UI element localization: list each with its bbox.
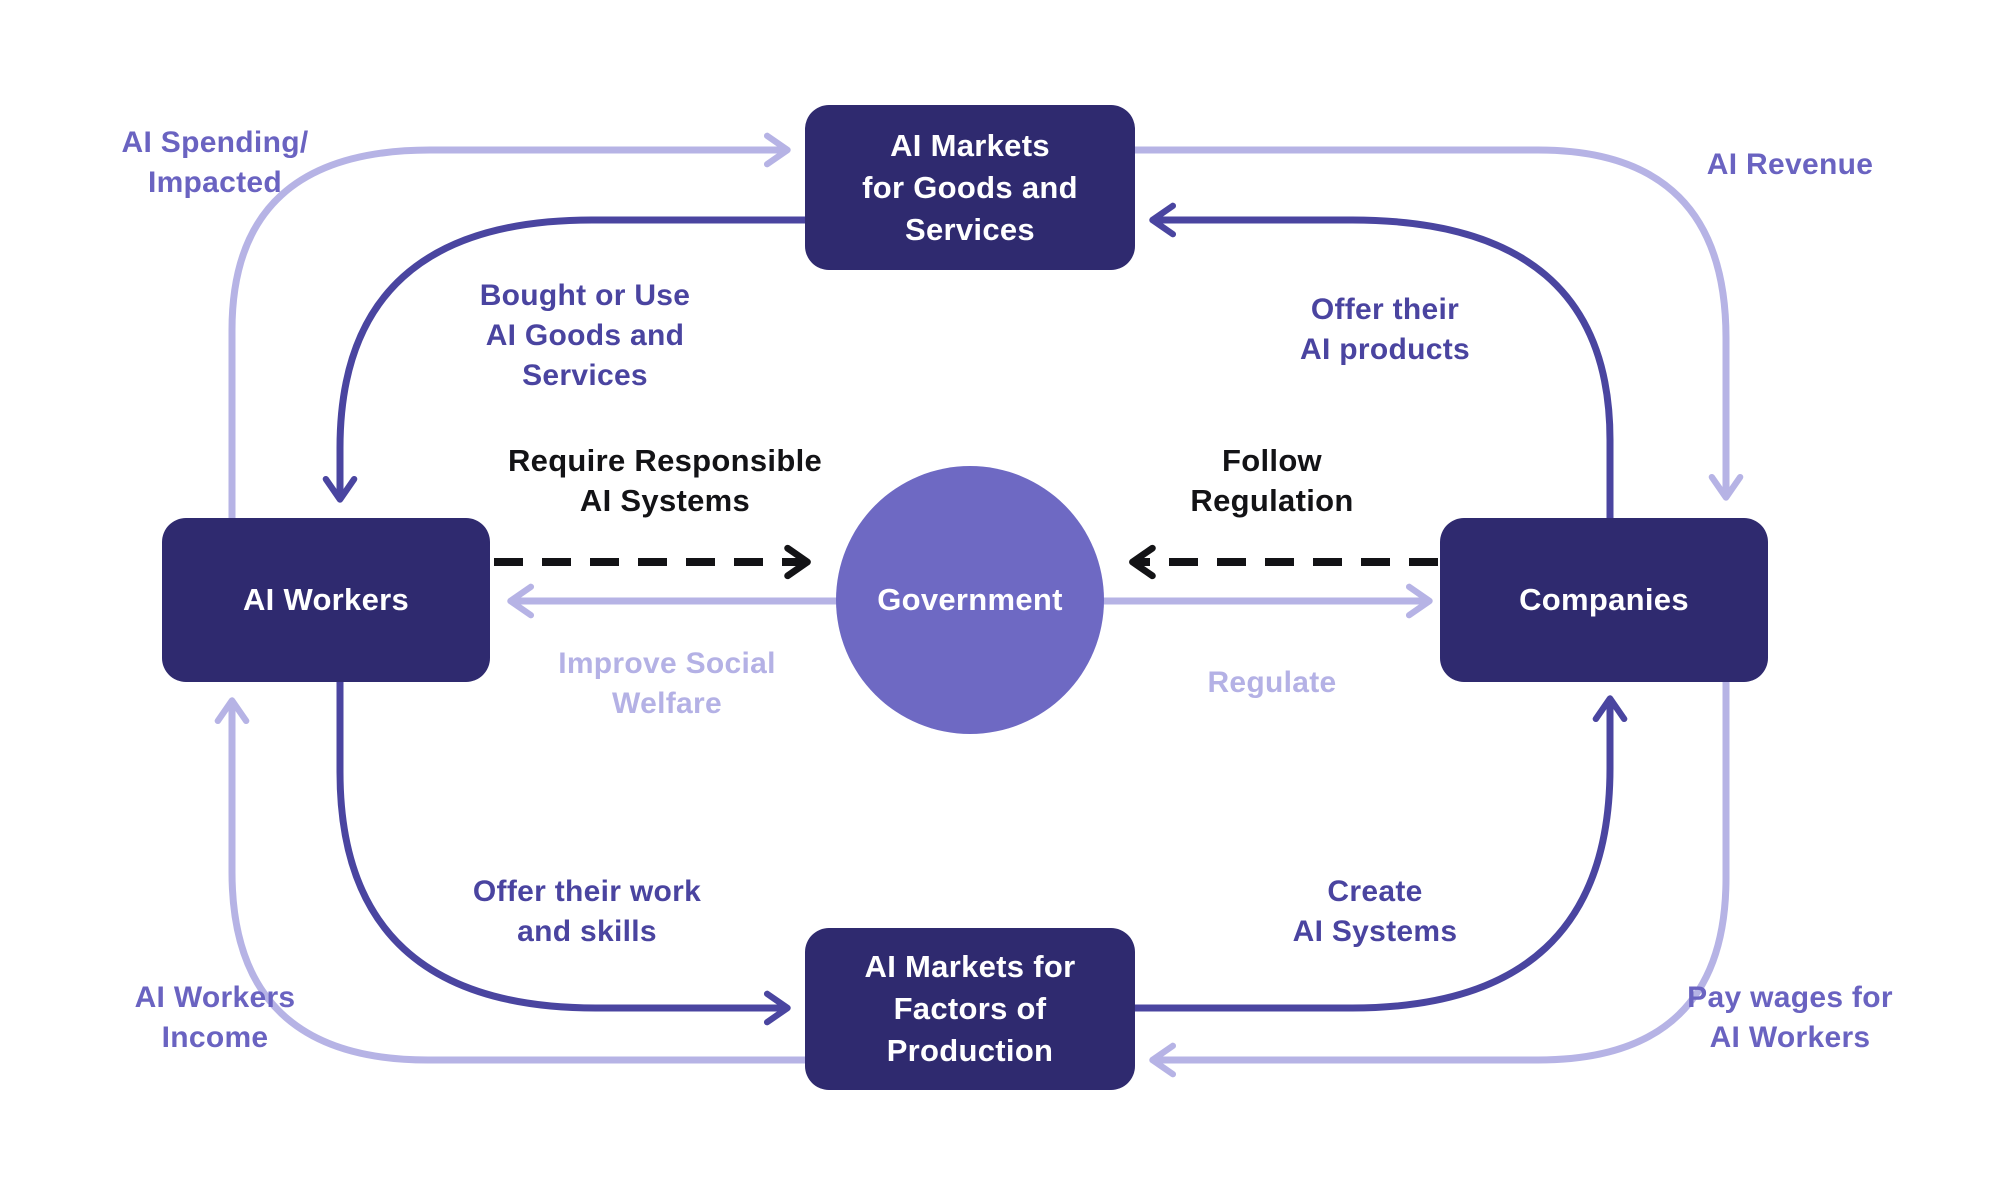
label-bought-or-use: Bought or Use AI Goods and Services bbox=[479, 279, 691, 392]
label-workers-income: AI Workers Income bbox=[134, 981, 296, 1054]
label-regulate: Regulate bbox=[1207, 666, 1337, 699]
edge-pay-wages bbox=[1149, 678, 1730, 1078]
label-offer-work: Offer their work and skills bbox=[472, 875, 702, 948]
node-factors-market-label: AI Markets for Factors of Production bbox=[864, 949, 1076, 1068]
edge-bought-or-use bbox=[322, 216, 809, 503]
label-offer-products: Offer their AI products bbox=[1300, 293, 1470, 366]
edge-ai-revenue bbox=[1131, 146, 1744, 501]
node-ai-workers: AI Workers bbox=[162, 518, 490, 682]
label-ai-spending: AI Spending/ Impacted bbox=[121, 126, 309, 199]
label-improve-welfare: Improve Social Welfare bbox=[558, 647, 776, 720]
edge-offer-products bbox=[1149, 202, 1614, 522]
edge-create-systems bbox=[1131, 695, 1628, 1012]
node-government-label: Government bbox=[877, 582, 1063, 617]
node-goods-market: AI Markets for Goods and Services bbox=[805, 105, 1135, 270]
node-factors-market: AI Markets for Factors of Production bbox=[805, 928, 1135, 1090]
label-pay-wages: Pay wages for AI Workers bbox=[1687, 981, 1893, 1054]
label-ai-revenue: AI Revenue bbox=[1706, 148, 1874, 181]
node-ai-workers-label: AI Workers bbox=[242, 582, 410, 617]
node-government-circle bbox=[836, 466, 1104, 734]
node-goods-market-label: AI Markets for Goods and Services bbox=[862, 127, 1078, 247]
label-follow-regulation: Follow Regulation bbox=[1190, 443, 1354, 518]
label-create-systems: Create AI Systems bbox=[1292, 875, 1458, 948]
edge-workers-income bbox=[214, 697, 809, 1064]
node-companies: Companies bbox=[1440, 518, 1768, 682]
label-require-responsible: Require Responsible AI Systems bbox=[507, 443, 823, 518]
node-companies-label: Companies bbox=[1519, 582, 1689, 617]
edge-offer-work bbox=[336, 678, 791, 1026]
edge-ai-spending bbox=[228, 132, 791, 522]
